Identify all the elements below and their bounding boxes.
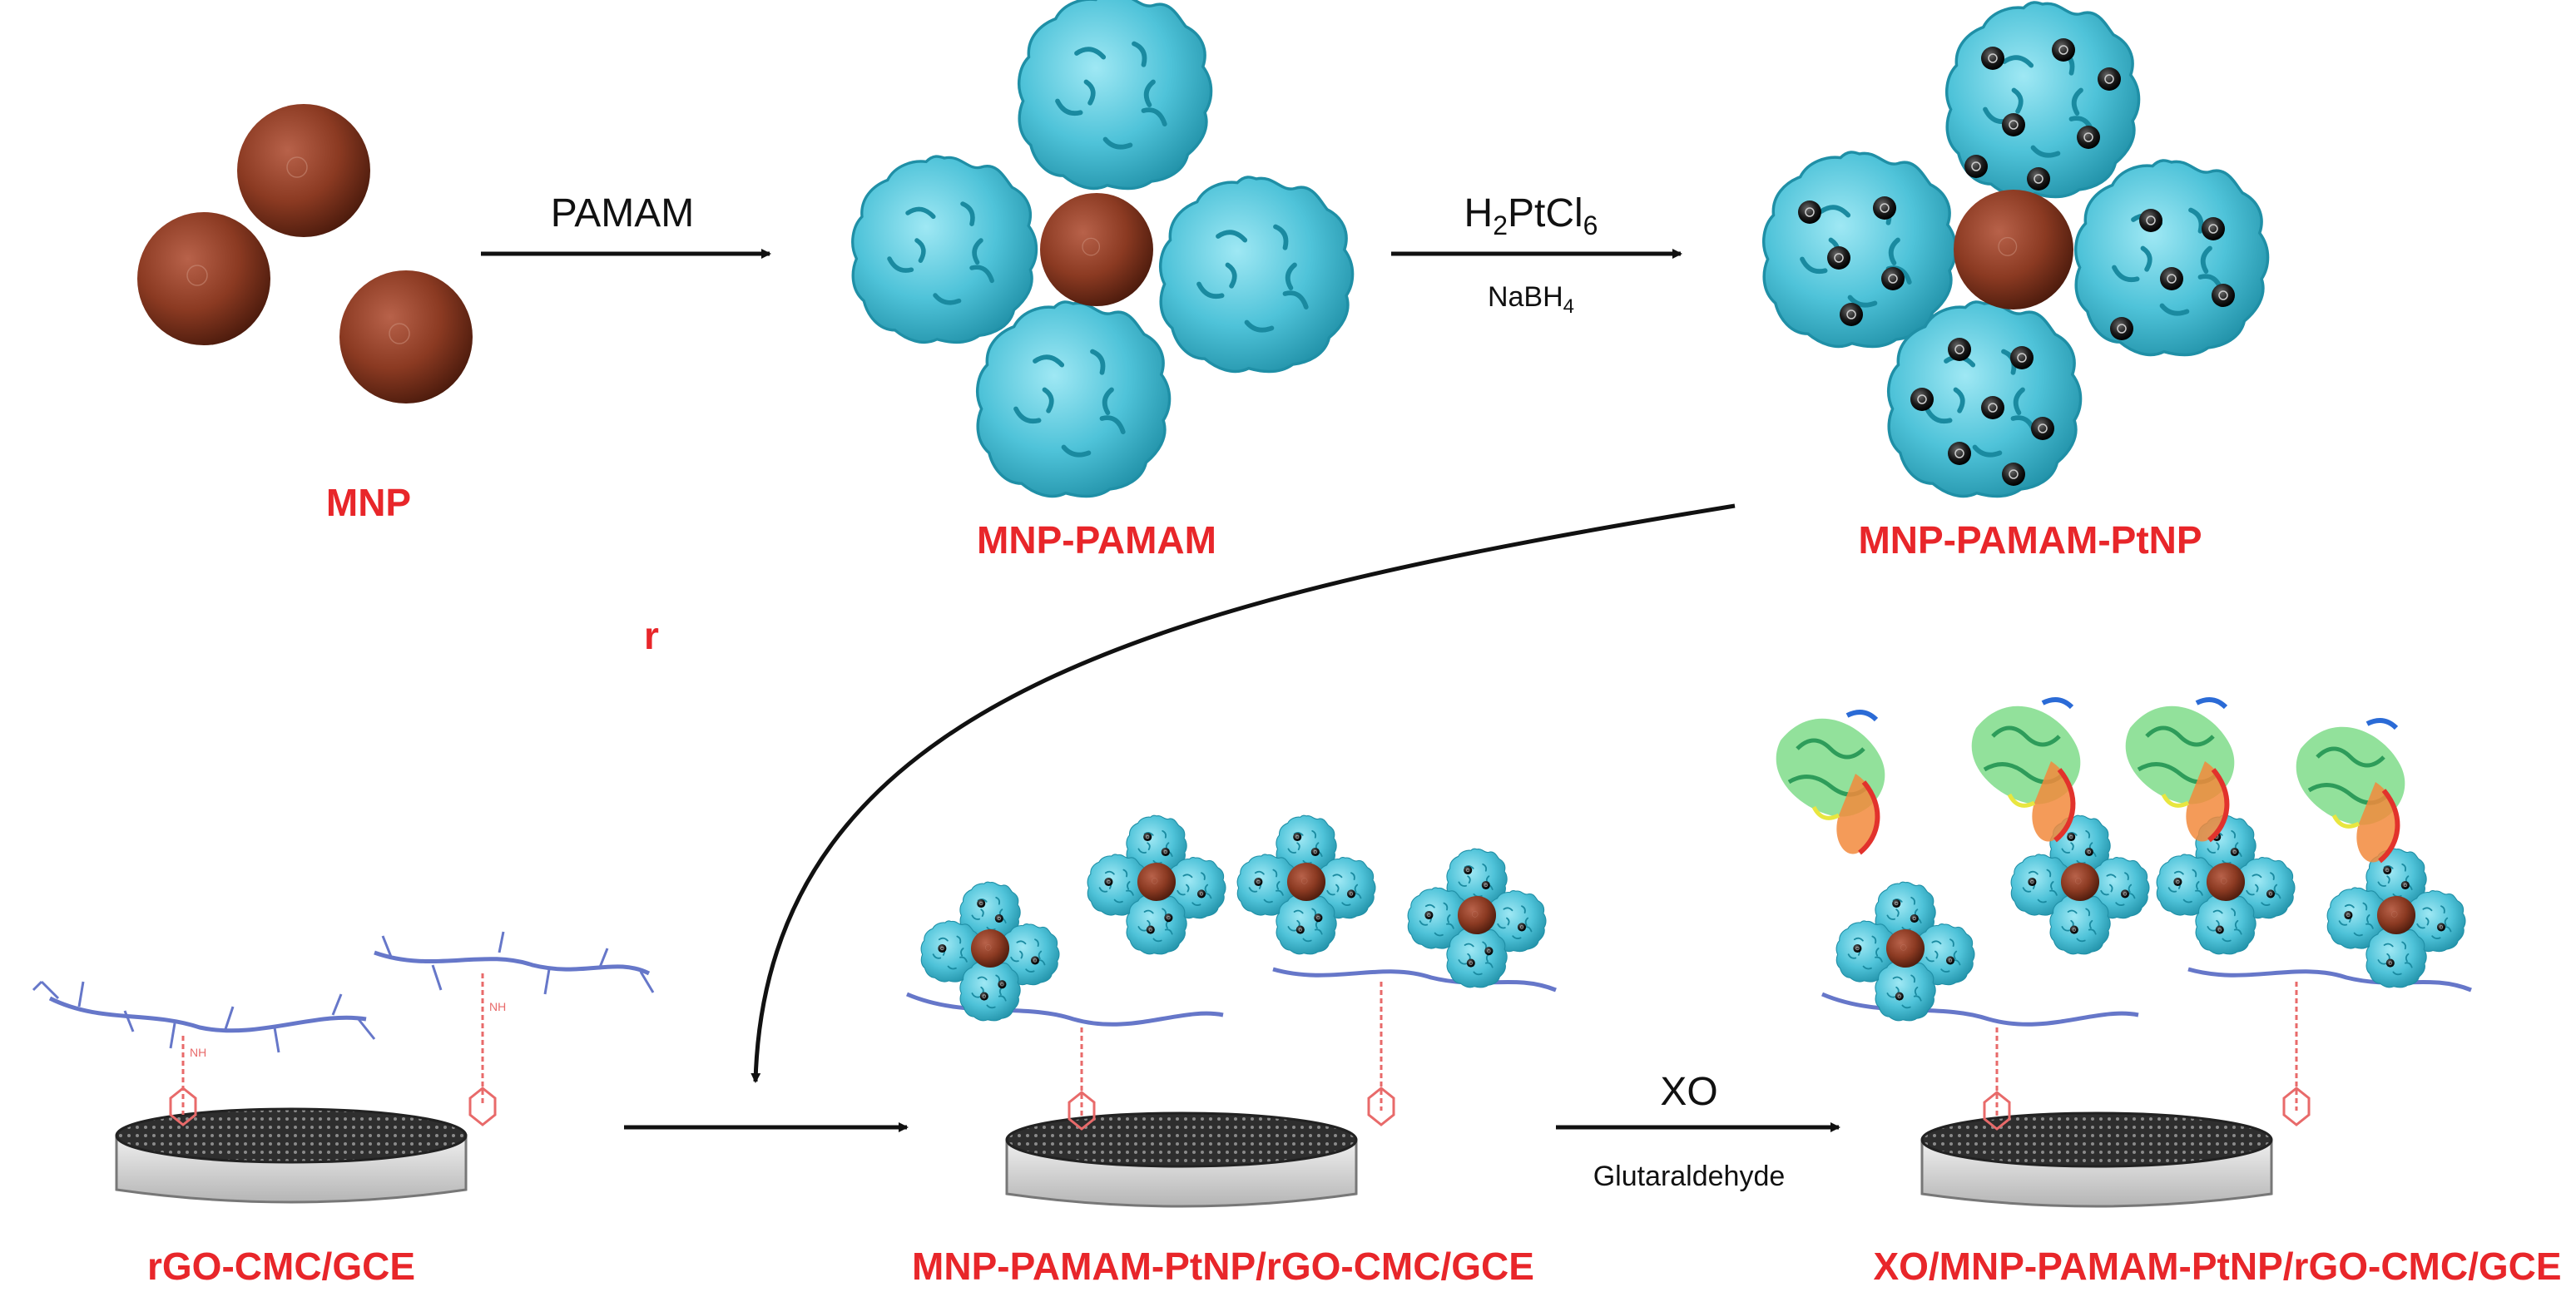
xo-final-label: XO/MNP-PAMAM-PtNP/rGO-CMC/GCE [1873,1245,2561,1288]
modified-electrode-icon [1005,1111,1358,1208]
step1-reagent: PAMAM [551,191,694,235]
step4-reagent: XO [1660,1070,1717,1114]
mnp-label: MNP [326,481,411,524]
step4-crosslinker: Glutaraldehyde [1593,1161,1786,1192]
glassy-carbon-electrode-icon [115,1107,468,1204]
rgo-cmc-polymer-3 [1821,967,2472,1027]
rgo-cmc-gce-label: rGO-CMC/GCE [147,1245,415,1288]
magnetic-nanoparticle-icon [136,103,473,404]
mnp-pamam-ptnp-label: MNP-PAMAM-PtNP [1858,518,2202,562]
step2-reducer: NaBH4 [1488,281,1574,318]
pamam-ptnp-cluster [1764,2,2268,497]
final-electrode-icon [1920,1111,2273,1208]
amide-linker-3 [1983,982,2311,1131]
amide-linker-2 [1068,982,1395,1131]
ptnp-cluster-row [920,814,1547,1022]
amide-linker: NH NH [169,973,506,1126]
mnp-pamam-ptnp-rgo-label: MNP-PAMAM-PtNP/rGO-CMC/GCE [912,1245,1534,1288]
stray-letter: r [644,614,659,657]
transfer-arrow [751,503,1736,1083]
mnp-pamam-label: MNP-PAMAM [977,518,1216,562]
step2-reagent: H2PtCl6 [1464,191,1598,240]
polymer-side-groups [32,931,655,1053]
svg-text:NH: NH [190,1046,206,1059]
pamam-dendrimer-icon [853,0,1353,496]
xanthine-oxidase-enzyme-icon [1776,697,2405,864]
rgo-cmc-polymer [48,950,651,1033]
svg-text:NH: NH [489,1000,506,1013]
rgo-cmc-polymer-2 [906,967,1557,1027]
